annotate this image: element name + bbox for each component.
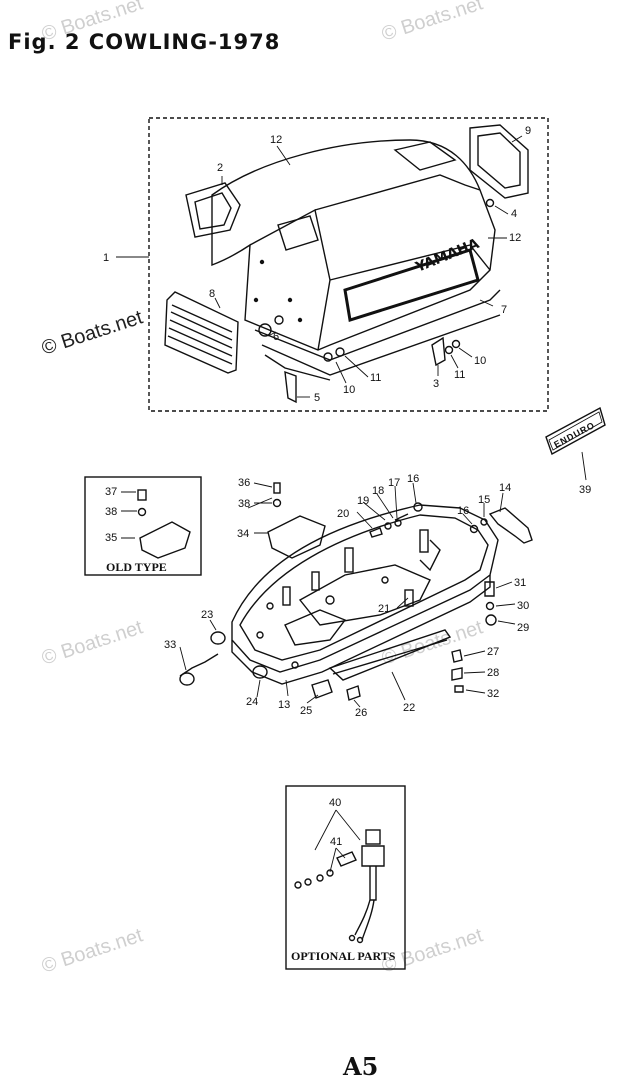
optional-parts-box-frame: [285, 785, 406, 970]
leader-lines-top: [116, 135, 523, 398]
callout-28: 28: [487, 667, 499, 679]
callout-24: 24: [246, 696, 258, 708]
latch-hardware: [258, 198, 495, 404]
right-side-hardware: [451, 581, 497, 693]
old-type-box-frame: [84, 476, 202, 576]
top-cowling-part: [211, 139, 501, 381]
callout-16a: 16: [457, 505, 469, 517]
bottom-cowling-part: [231, 504, 499, 685]
callout-12a: 12: [270, 134, 282, 146]
old-type-cover-part: [121, 489, 191, 559]
callout-16b: 16: [407, 473, 419, 485]
callout-15: 15: [478, 494, 490, 506]
callout-22: 22: [403, 702, 415, 714]
callout-6: 6: [273, 331, 279, 343]
top-grille-cover-part: [469, 124, 529, 199]
callout-1: 1: [103, 252, 109, 264]
old-type-label: OLD TYPE: [106, 560, 167, 574]
window-trim-part: [185, 182, 241, 238]
lever-linkage-part: [369, 502, 533, 572]
callout-9: 9: [525, 125, 531, 137]
callout-13: 13: [278, 699, 290, 711]
callout-labels: 1 2 3 4 5 6 7 8 9 10 10 11 11 12 12 13 1…: [103, 125, 591, 848]
callout-23: 23: [201, 609, 213, 621]
callout-32: 32: [487, 688, 499, 700]
page-number: A5: [343, 1052, 379, 1081]
callout-5: 5: [314, 392, 320, 404]
callout-27: 27: [487, 646, 499, 658]
callout-37: 37: [105, 486, 117, 498]
callout-33: 33: [164, 639, 176, 651]
callout-38a: 38: [105, 506, 117, 518]
callout-10a: 10: [343, 384, 355, 396]
upper-cowling-group-frame: [148, 117, 549, 412]
callout-17: 17: [388, 477, 400, 489]
callout-11a: 11: [370, 372, 381, 384]
callout-31: 31: [514, 577, 526, 589]
callout-21: 21: [378, 603, 390, 615]
callout-10b: 10: [474, 355, 486, 367]
callout-40: 40: [329, 797, 341, 809]
callout-19: 19: [357, 495, 369, 507]
gasket-part: [328, 629, 452, 681]
figure-title: Fig. 2 COWLING-1978: [8, 30, 281, 54]
leader-lines-bottom: [179, 482, 516, 708]
side-cover-part: [253, 482, 326, 559]
callout-3: 3: [433, 378, 439, 390]
callout-36: 36: [238, 477, 250, 489]
callout-18: 18: [372, 485, 384, 497]
enduro-decal-part: [545, 406, 606, 481]
callout-39: 39: [579, 484, 591, 496]
callout-11b: 11: [454, 369, 465, 381]
callout-30: 30: [517, 600, 529, 612]
callout-7: 7: [501, 304, 507, 316]
callout-20: 20: [337, 508, 349, 520]
callout-25: 25: [300, 705, 312, 717]
callout-38b: 38: [238, 498, 250, 510]
callout-41: 41: [330, 836, 342, 848]
callout-35: 35: [105, 532, 117, 544]
optional-switch-part: [294, 809, 385, 944]
side-grille-part: [164, 291, 239, 374]
callout-2: 2: [217, 162, 223, 174]
callout-8: 8: [209, 288, 215, 300]
callout-4: 4: [511, 208, 517, 220]
plug-and-grommet-parts: [179, 631, 361, 701]
optional-parts-label: OPTIONAL PARTS: [291, 949, 396, 963]
callout-26: 26: [355, 707, 367, 719]
callout-29: 29: [517, 622, 529, 634]
callout-34: 34: [237, 528, 249, 540]
callout-12b: 12: [509, 232, 521, 244]
callout-14: 14: [499, 482, 511, 494]
